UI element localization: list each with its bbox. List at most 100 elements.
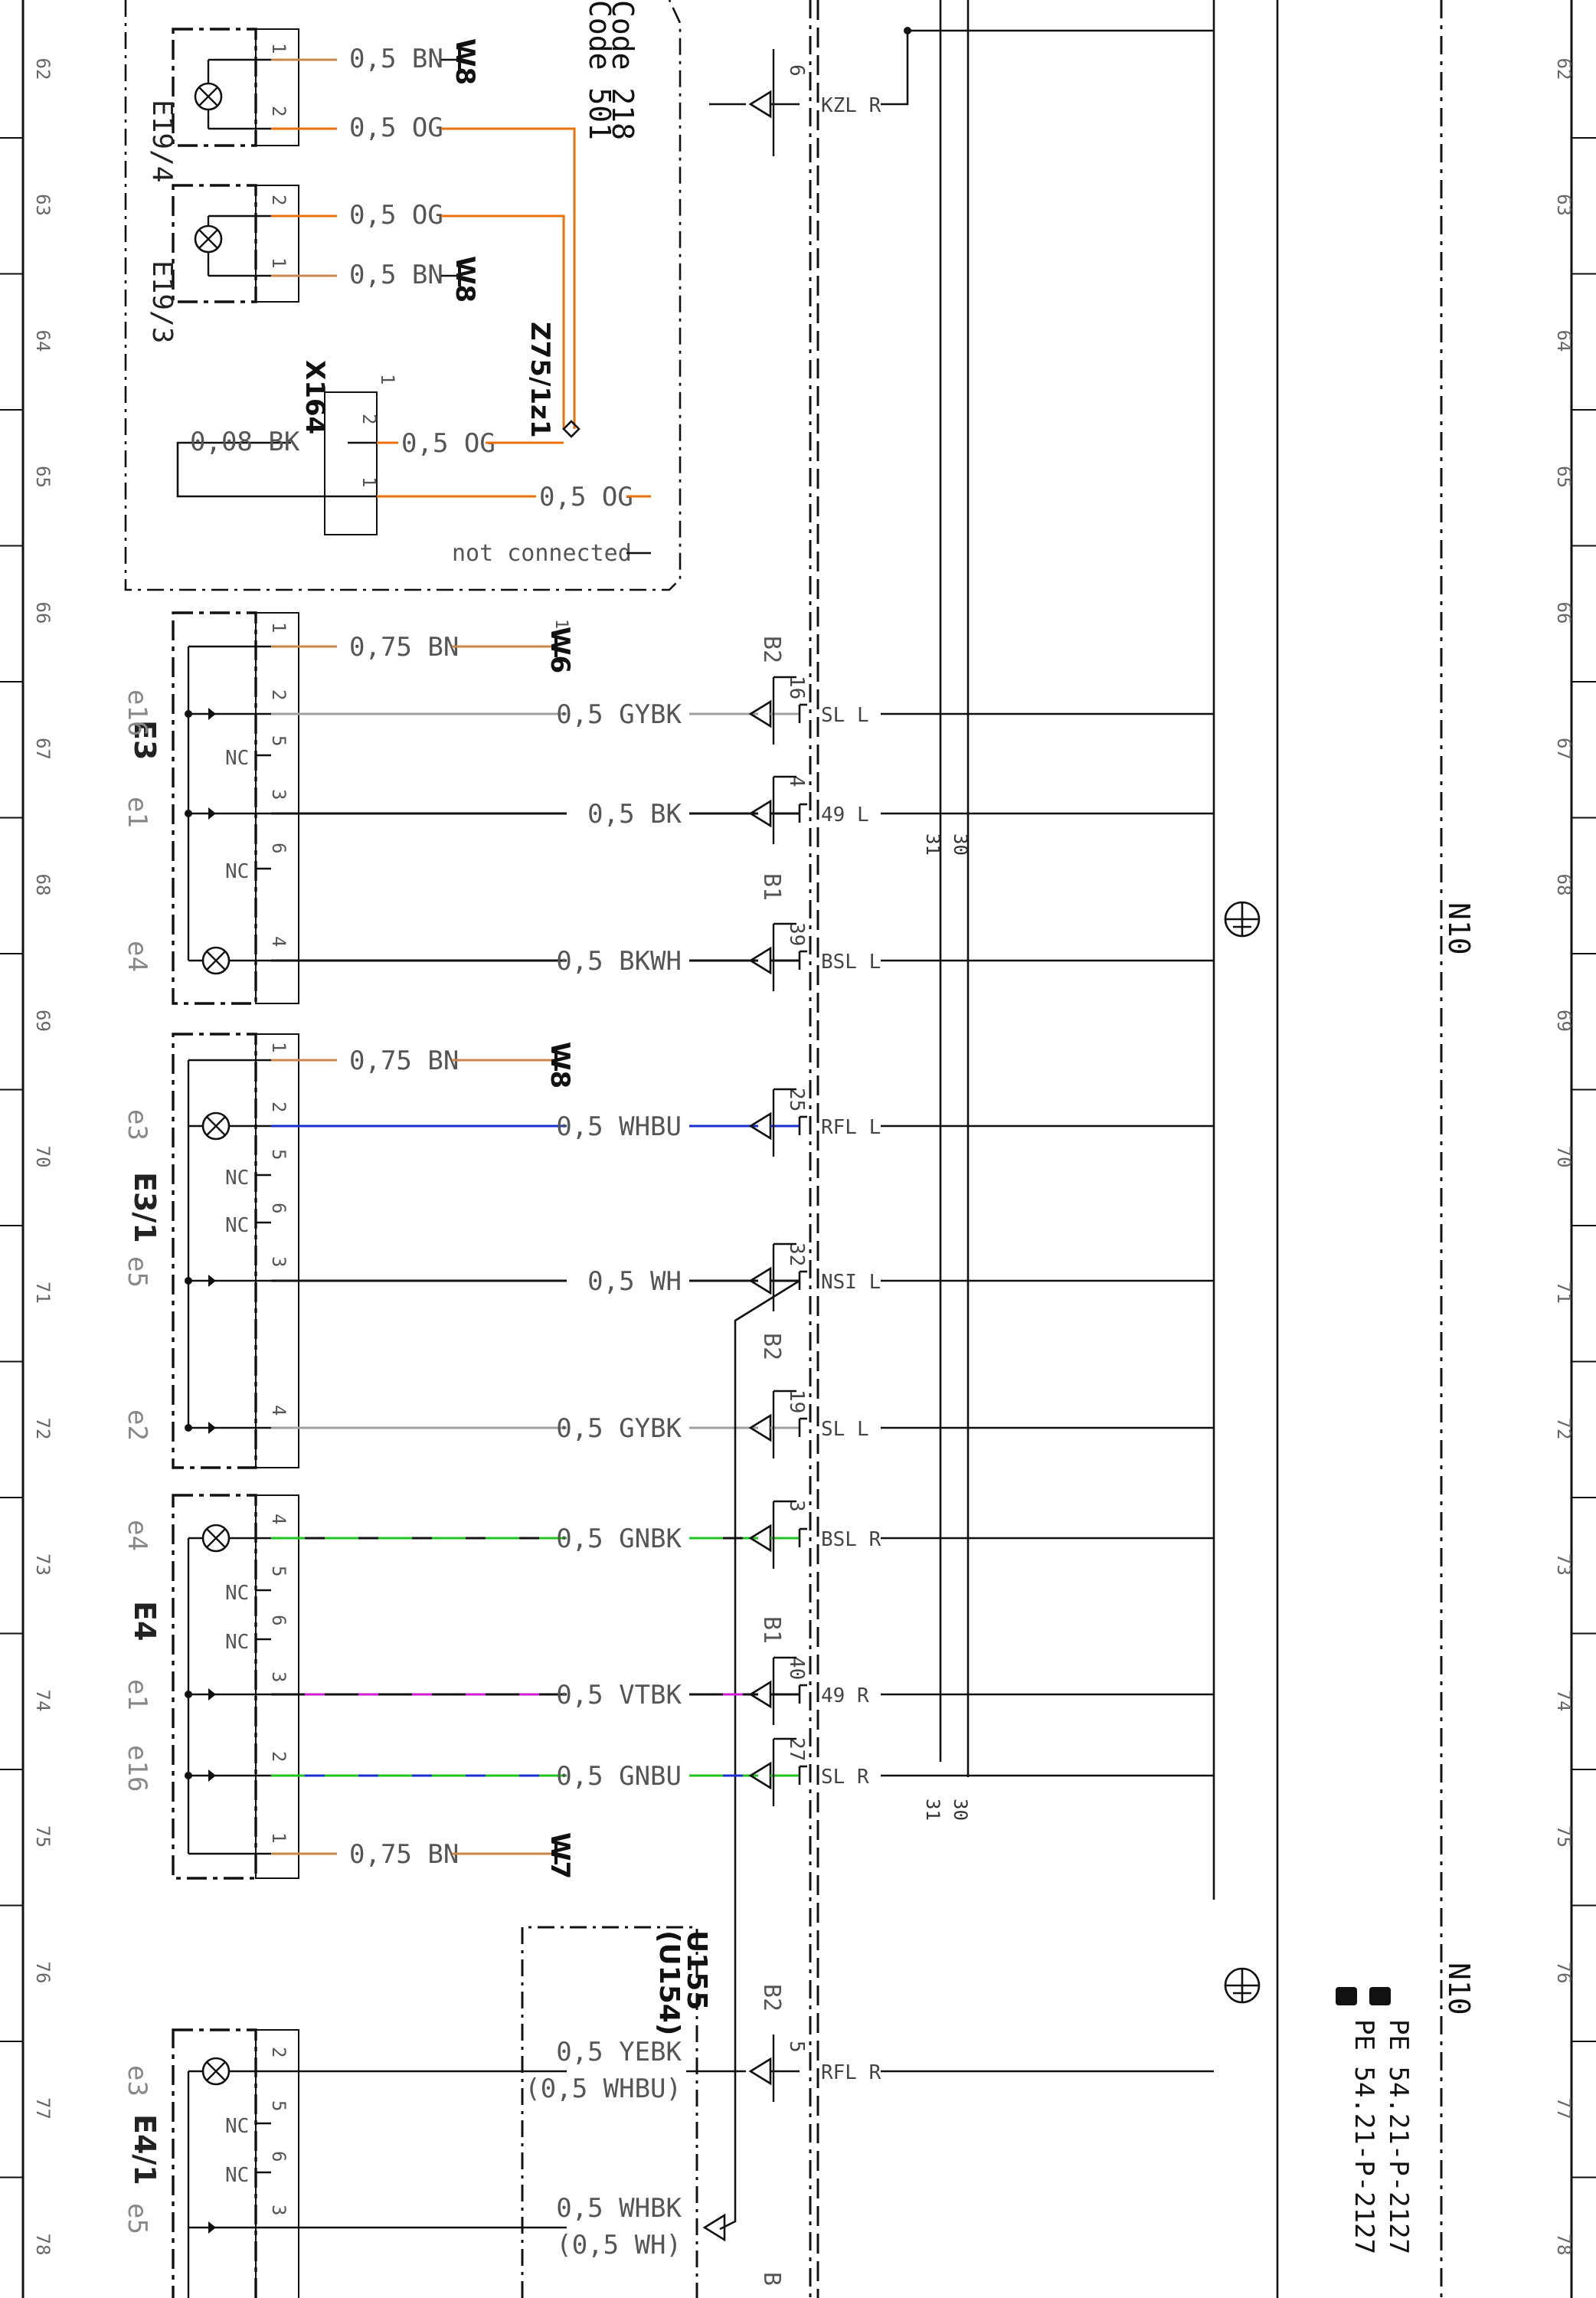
component-id: E4/1 xyxy=(128,2114,162,2185)
ruler-number-right: 66 xyxy=(1553,602,1575,624)
led-icon xyxy=(208,1422,216,1434)
lamp-box-e4 xyxy=(172,1494,257,1880)
wire-label: 0,5 BK xyxy=(587,799,682,830)
wire-label: 0,5 GNBK xyxy=(556,1524,682,1554)
pin-number: 1 xyxy=(268,622,289,633)
signal-name: SL R xyxy=(821,1766,869,1789)
code-label: Code 501 xyxy=(583,0,616,140)
signal-name: NSI L xyxy=(821,1271,881,1294)
pointing-hand-icon xyxy=(1369,1987,1391,2005)
connector-arrow xyxy=(702,2213,726,2242)
connector-pin-number: 19 xyxy=(785,1390,808,1413)
nc-label: NC xyxy=(225,1582,249,1605)
ruler-number-right: 63 xyxy=(1553,194,1575,216)
wire-label: 0,5 YEBK xyxy=(556,2037,682,2067)
ruler-number-right: 70 xyxy=(1553,1146,1575,1168)
led-icon xyxy=(208,1688,216,1701)
pin-number: 3 xyxy=(268,1671,289,1682)
wire-label: 0,08 BK xyxy=(190,427,300,457)
component-id: E19/4 xyxy=(146,100,178,182)
component-id: E3 xyxy=(128,720,162,760)
connector-pin-number: 40 xyxy=(785,1656,808,1680)
nc-label: NC xyxy=(225,2164,249,2187)
sub-label: e5 xyxy=(122,2203,152,2234)
wire-label: 0,5 OG xyxy=(401,428,495,459)
pin-number: 3 xyxy=(268,2205,289,2215)
wire-label: 0,5 BN xyxy=(349,260,443,290)
ruler-number: 70 xyxy=(32,1146,54,1168)
pin-number: 1 xyxy=(377,374,398,385)
wire-label: 0,5 GNBU xyxy=(556,1761,682,1792)
sub-label: e16 xyxy=(122,1745,152,1792)
ruler-number: 65 xyxy=(32,466,54,488)
connector-pin-number: 4 xyxy=(785,775,808,787)
sub-label: e5 xyxy=(122,1256,152,1288)
connector-name: B1 xyxy=(758,873,785,901)
ground-ref: W8 xyxy=(450,38,480,85)
pin-number: 4 xyxy=(268,1405,289,1416)
lamp-icon-cross xyxy=(206,2061,226,2081)
pin-number: 1 xyxy=(551,619,571,629)
ruler-number-right: 75 xyxy=(1553,1825,1575,1848)
junction-dot xyxy=(185,1277,192,1285)
junction-dot xyxy=(185,1691,192,1698)
signal-name: BSL R xyxy=(821,1528,881,1551)
signal-name: RFL R xyxy=(821,2061,881,2084)
pin-number: 6 xyxy=(268,1615,289,1625)
pin-number: 2 xyxy=(268,106,289,116)
ruler-number-right: 78 xyxy=(1553,2234,1575,2256)
ground-ref: W8 xyxy=(545,1042,575,1088)
nc-label: NC xyxy=(225,1631,249,1654)
pin-number: 2 xyxy=(268,2047,289,2057)
reference-label: PE 54.21-P-2127 xyxy=(1349,2019,1379,2254)
bus-label-30: 30 xyxy=(950,833,971,856)
sub-label: e4 xyxy=(122,1520,152,1551)
pin-number: 2 xyxy=(358,414,380,424)
pin-strip xyxy=(255,1494,299,1879)
pin-number: 6 xyxy=(268,2151,289,2162)
pointing-hand-icon xyxy=(1336,1987,1357,2005)
pin-number: 3 xyxy=(268,1256,289,1267)
ruler-number: 62 xyxy=(32,58,54,80)
connector-arrow xyxy=(748,2057,772,2086)
n10-label-2: N10 xyxy=(1442,1962,1476,2015)
wire-label: 0,5 GYBK xyxy=(556,1413,682,1444)
wire-label-alt: (0,5 WHBU) xyxy=(525,2074,682,2104)
ruler-number: 76 xyxy=(32,1962,54,1984)
wire-label-alt: (0,5 WH) xyxy=(556,2230,682,2260)
wire-label: 0,75 BN xyxy=(349,1046,459,1076)
u155-box xyxy=(521,1926,698,2298)
ruler-number-right: 74 xyxy=(1553,1690,1575,1712)
wire-og xyxy=(441,214,565,429)
ground-ref: W6 xyxy=(545,627,575,673)
wire-og xyxy=(441,127,576,429)
connector-name: B2 xyxy=(758,1333,785,1360)
pin-strip xyxy=(255,1033,299,1468)
pin-number: 5 xyxy=(268,735,289,746)
connector-pin-number: 16 xyxy=(785,676,808,699)
ruler-number: 74 xyxy=(32,1690,54,1712)
splice-label: Z75/1z1 xyxy=(525,322,555,438)
option-box xyxy=(124,0,682,591)
pin-number: 1 xyxy=(268,1042,289,1052)
module-alt-id: (U154) xyxy=(653,1930,685,2035)
pin-number: 2 xyxy=(268,1751,289,1762)
pin-number: 5 xyxy=(268,2100,289,2111)
bus-label-30b: 30 xyxy=(950,1799,971,1821)
nc-label: NC xyxy=(225,860,249,883)
led-icon xyxy=(208,2221,216,2234)
ruler-number-right: 72 xyxy=(1553,1418,1575,1440)
lamp-box-e3-1 xyxy=(172,1033,257,1469)
sub-label: e1 xyxy=(122,1679,152,1710)
ruler-number: 78 xyxy=(32,2234,54,2256)
signal-name: RFL L xyxy=(821,1116,881,1139)
connector-name: B xyxy=(758,2272,785,2286)
ruler-number-right: 64 xyxy=(1553,330,1575,352)
connector-name: B2 xyxy=(758,1984,785,2012)
pin-number: 6 xyxy=(268,1203,289,1213)
ruler-number-right: 77 xyxy=(1553,2097,1575,2120)
ruler-number-right: 62 xyxy=(1553,58,1575,80)
led-icon xyxy=(208,708,216,720)
ruler-number-right: 69 xyxy=(1553,1010,1575,1032)
